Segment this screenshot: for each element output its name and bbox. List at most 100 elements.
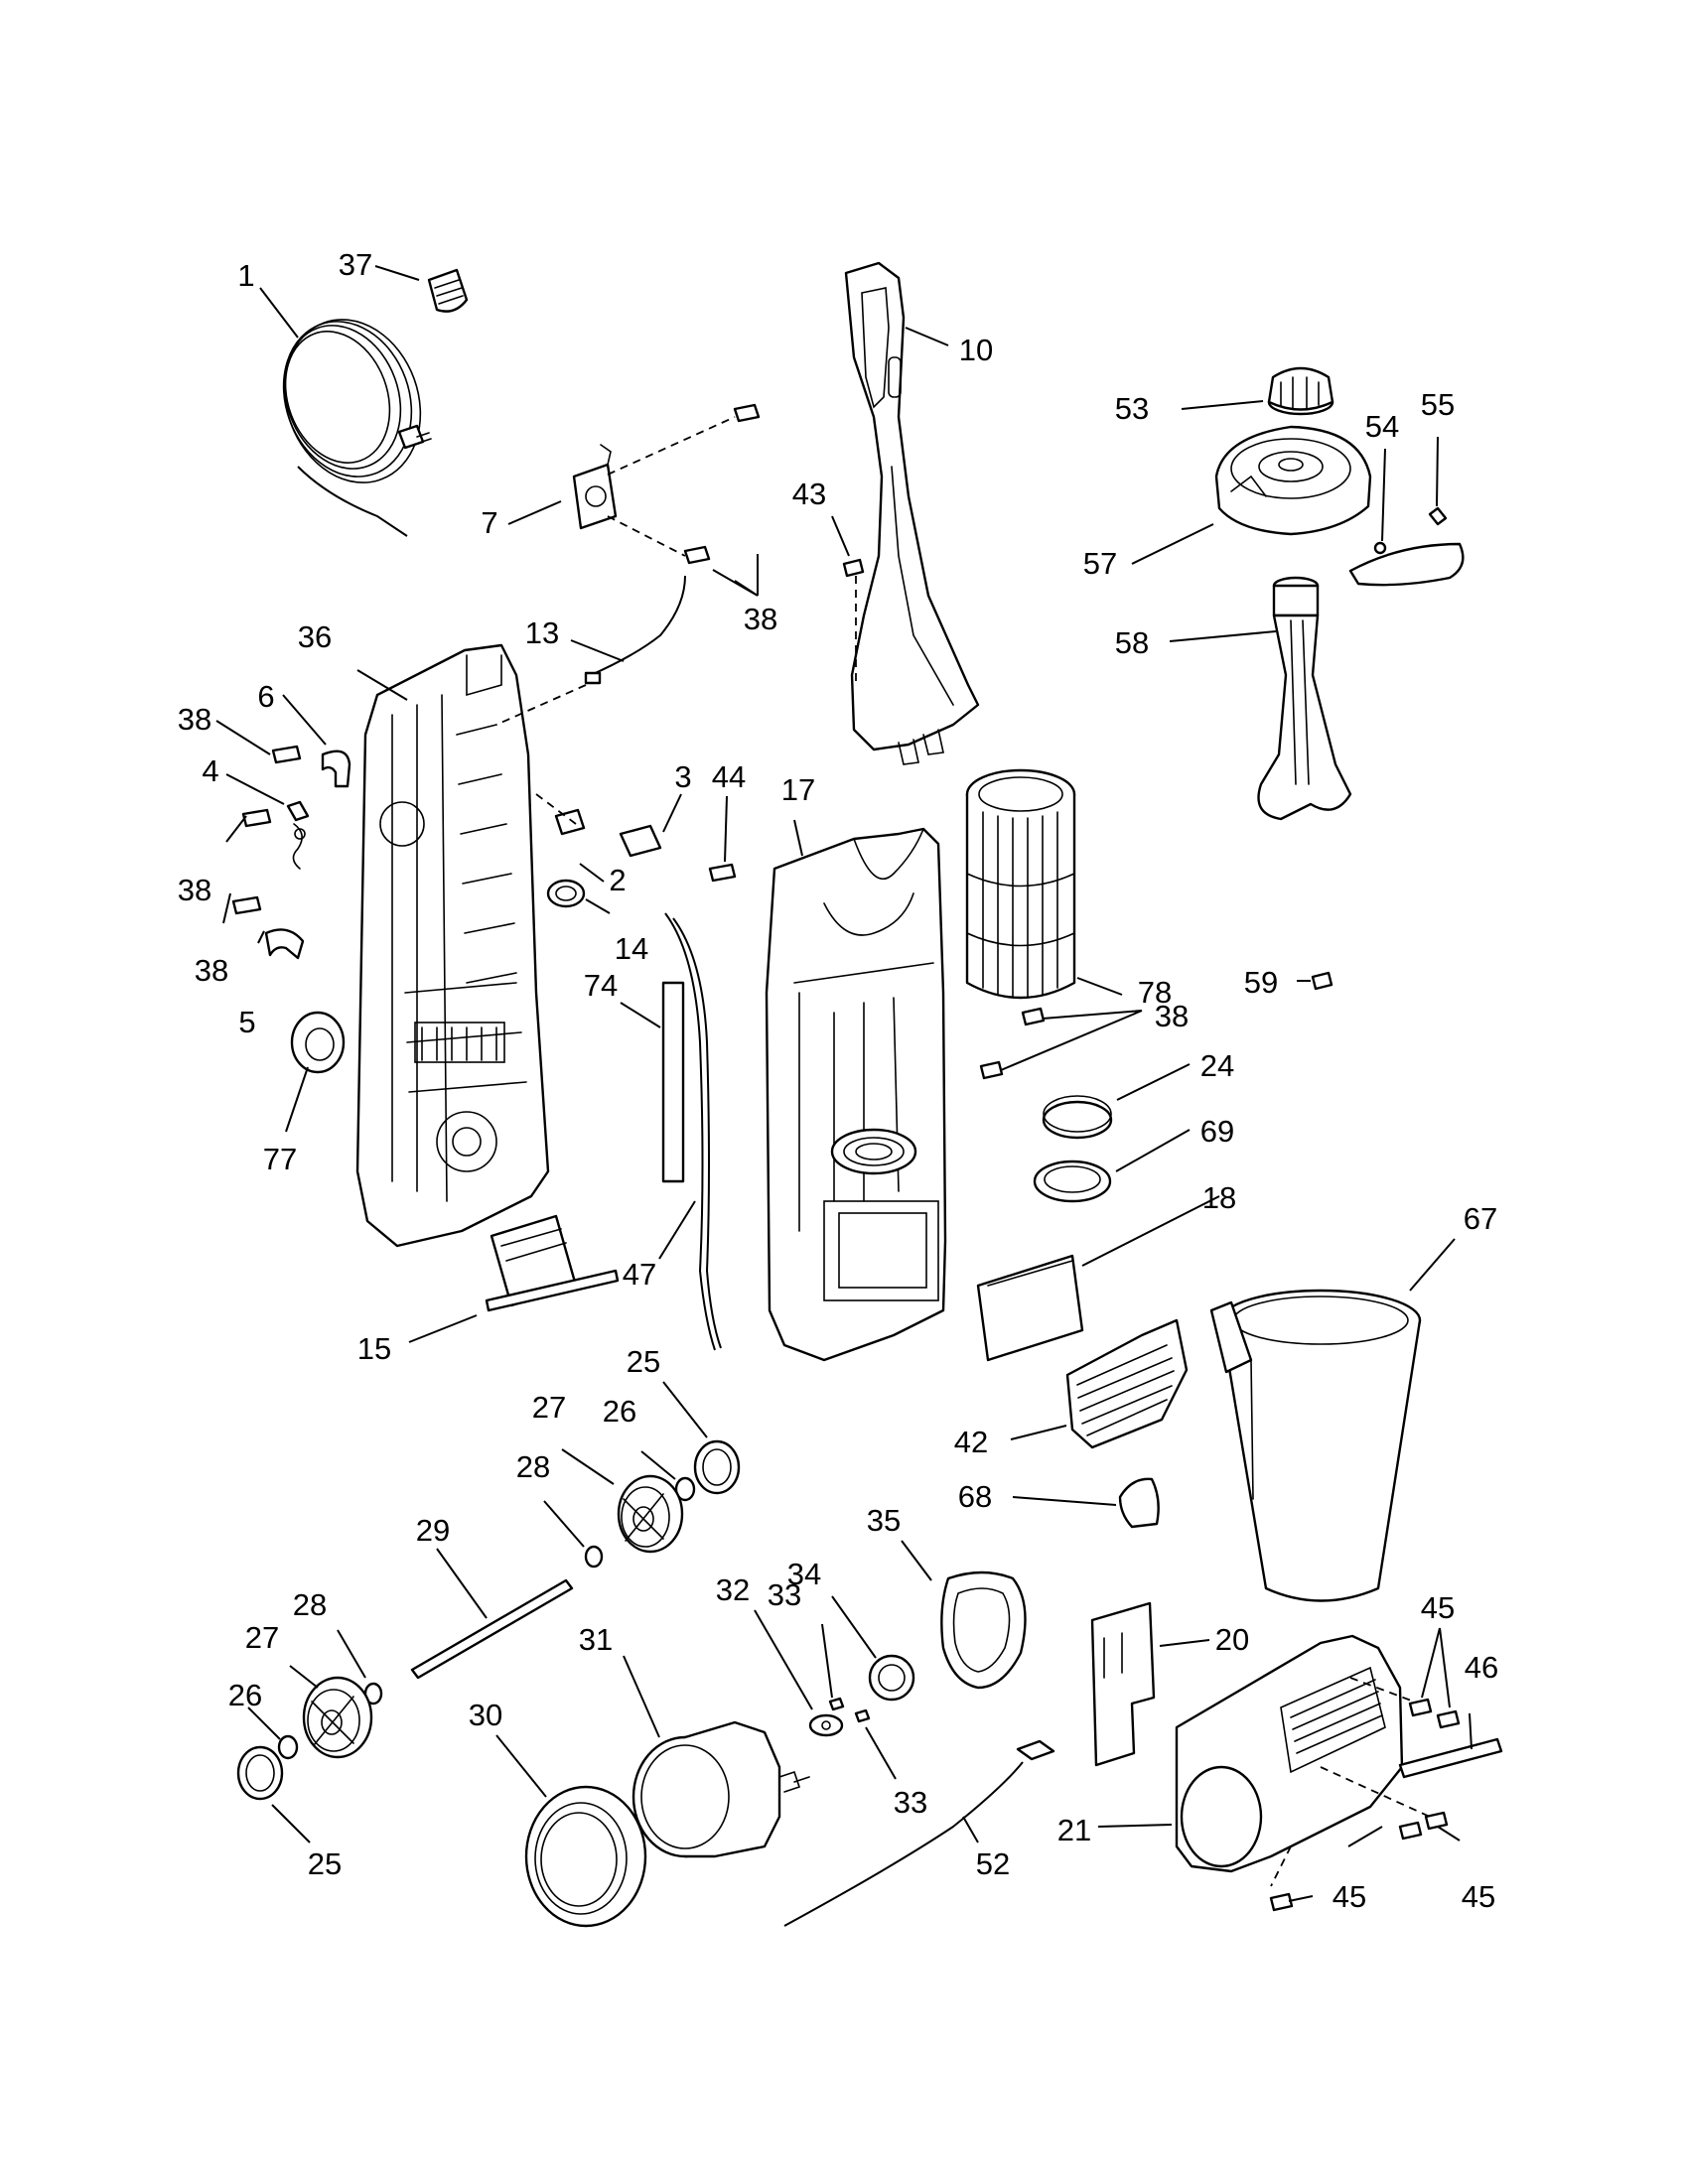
- part-28-washer-upper: [584, 1545, 604, 1569]
- part-58-separator: [1257, 576, 1352, 821]
- callout-5: 5: [238, 1005, 255, 1039]
- callout-18: 18: [1202, 1180, 1236, 1215]
- callout-68: 68: [958, 1479, 992, 1514]
- callout-77: 77: [263, 1142, 297, 1176]
- callout-31: 31: [579, 1622, 613, 1657]
- part-74-strip: [661, 981, 685, 1183]
- callout-26-upper: 26: [603, 1394, 636, 1429]
- part-69-ring: [1033, 1160, 1112, 1203]
- callout-2: 2: [609, 863, 626, 897]
- callout-20: 20: [1215, 1622, 1249, 1657]
- callout-45-lower-1: 45: [1333, 1879, 1366, 1914]
- part-flap-door: [1348, 542, 1465, 587]
- part-10-handle: [844, 261, 980, 765]
- part-38-screw-left-1: [271, 745, 302, 764]
- part-67-dirt-cup: [1209, 1289, 1422, 1602]
- part-29-axle: [410, 1578, 574, 1680]
- part-20-cover-plate: [1090, 1601, 1156, 1767]
- part-52-motor-wire: [783, 1739, 1055, 1927]
- callout-24: 24: [1200, 1048, 1234, 1083]
- part-5-cord-hook-lower: [264, 928, 305, 960]
- callout-43: 43: [792, 477, 826, 511]
- callout-1: 1: [237, 258, 254, 293]
- callout-33-lower: 33: [894, 1785, 927, 1820]
- callout-34: 34: [787, 1557, 821, 1591]
- part-43-screw: [842, 558, 865, 685]
- part-77-knob: [290, 1011, 346, 1074]
- callout-27-lower: 27: [245, 1620, 279, 1655]
- callout-38-left-1: 38: [178, 702, 211, 737]
- callout-25-lower: 25: [308, 1846, 342, 1881]
- callout-57: 57: [1083, 546, 1117, 581]
- callout-17: 17: [781, 772, 815, 807]
- part-38-screws-bracket: [683, 403, 761, 565]
- part-27-wheel-upper: [617, 1474, 684, 1554]
- callout-15: 15: [357, 1331, 391, 1366]
- part-3-switch: [619, 824, 662, 858]
- callout-45-upper: 45: [1421, 1590, 1455, 1625]
- part-55-spring: [1428, 506, 1448, 526]
- part-26-washer-lower: [277, 1734, 299, 1760]
- callout-29: 29: [416, 1513, 450, 1548]
- part-59-screw: [1311, 971, 1333, 991]
- callout-38-filter: 38: [1155, 999, 1189, 1033]
- callout-labels: 1 37 10 53 54 55 43 7 38 57 36 13 58 6 3…: [178, 247, 1498, 1914]
- callout-55: 55: [1421, 387, 1455, 422]
- callout-38-bracket: 38: [744, 602, 777, 636]
- callout-30: 30: [469, 1698, 502, 1732]
- part-26-washer-upper: [674, 1476, 696, 1502]
- part-2-clip: [535, 793, 586, 836]
- part-27-wheel-lower: [302, 1676, 373, 1759]
- part-68-latch: [1118, 1477, 1160, 1529]
- part-32-bracket: [808, 1713, 844, 1737]
- part-36-rear-housing: [355, 643, 550, 1248]
- part-13-wire-lead: [495, 575, 686, 726]
- part-1-power-cord: [282, 319, 432, 537]
- callout-28-upper: 28: [516, 1449, 550, 1484]
- part-42-grill: [1065, 1318, 1189, 1449]
- callout-44: 44: [712, 759, 746, 794]
- part-38-screw-left-2: [241, 808, 272, 828]
- callout-14: 14: [615, 931, 648, 966]
- callout-52: 52: [976, 1846, 1010, 1881]
- callout-46: 46: [1465, 1650, 1498, 1685]
- part-45-screws: [1269, 1698, 1461, 1912]
- part-47-wire: [664, 912, 722, 1351]
- callout-36: 36: [298, 619, 332, 654]
- callout-47: 47: [623, 1257, 656, 1292]
- callout-37: 37: [339, 247, 372, 282]
- callout-74: 74: [584, 968, 618, 1003]
- part-31-motor: [632, 1720, 810, 1858]
- part-18-pad-filter: [976, 1254, 1084, 1362]
- callout-42: 42: [954, 1425, 988, 1459]
- callout-78: 78: [1138, 975, 1172, 1010]
- callout-59: 59: [1244, 965, 1278, 1000]
- callout-25-upper: 25: [627, 1344, 660, 1379]
- part-25-ring-upper: [693, 1439, 741, 1495]
- part-53-knob: [1267, 366, 1334, 416]
- part-37-wire-nut: [427, 268, 469, 313]
- part-14-ring: [546, 879, 586, 908]
- callout-10: 10: [959, 333, 993, 367]
- part-6-cord-hook-upper: [321, 750, 351, 788]
- part-7-bracket: [572, 416, 736, 557]
- callout-32: 32: [716, 1572, 750, 1607]
- callout-38-left-3: 38: [195, 953, 228, 988]
- callout-69: 69: [1200, 1114, 1234, 1149]
- callout-4: 4: [202, 753, 218, 788]
- callout-38-left-2: 38: [178, 873, 211, 907]
- part-15-bumper: [485, 1214, 620, 1312]
- part-44-screw: [708, 863, 737, 883]
- callout-33-upper: 33: [768, 1577, 801, 1612]
- part-24-disc: [1042, 1095, 1113, 1140]
- part-38-screws-filter: [979, 1007, 1046, 1080]
- callout-27-upper: 27: [532, 1390, 566, 1425]
- part-30-motor-ring: [524, 1785, 647, 1928]
- callout-58: 58: [1115, 625, 1149, 660]
- callout-7: 7: [481, 505, 497, 540]
- part-46-strip: [1398, 1737, 1503, 1779]
- callout-26-lower: 26: [228, 1678, 262, 1712]
- part-25-ring-lower: [236, 1745, 284, 1801]
- part-78-filter: [965, 768, 1076, 1000]
